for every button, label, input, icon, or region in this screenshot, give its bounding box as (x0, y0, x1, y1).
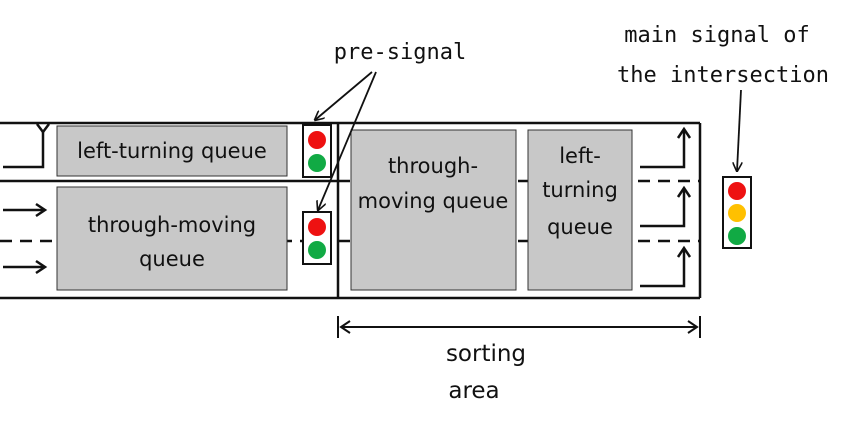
main-signal-label-2: the intersection (617, 63, 829, 88)
arrow-right-head (35, 202, 48, 218)
turn-left-arrow-icon (3, 131, 45, 169)
pre-signal-leaders (315, 71, 377, 210)
pre-signal-upper (302, 124, 332, 178)
sorting-left-queue-box: left- turning queue (527, 129, 633, 291)
sorting-left-label-1: left- (559, 144, 601, 168)
entry-arrows (3, 123, 50, 275)
left-turning-queue-box: left-turning queue (56, 125, 288, 177)
turn-left-arrow-icon (640, 131, 686, 169)
sorting-left-label-3: queue (547, 215, 613, 239)
pre-signal-label: pre-signal (334, 40, 466, 65)
green-light (308, 154, 326, 172)
sorting-area-label-1: sorting (446, 341, 526, 367)
turn-left-arrow-icon (640, 250, 686, 288)
through-moving-queue-label-1: through-moving (88, 213, 256, 237)
main-signal (722, 176, 752, 249)
through-moving-queue-box: through-moving queue (56, 186, 288, 291)
through-moving-queue-label-2: queue (139, 247, 205, 271)
yellow-light (728, 204, 746, 222)
green-light (728, 227, 746, 245)
turn-left-arrowhead (36, 123, 50, 135)
road-boundaries (0, 121, 702, 300)
sorting-left-label-2: turning (542, 178, 618, 202)
red-light (308, 131, 326, 149)
red-light (308, 218, 326, 236)
sorting-through-queue-box: through- moving queue (350, 129, 517, 291)
green-light (308, 241, 326, 259)
sorting-through-label-2: moving queue (358, 189, 509, 213)
main-signal-leader (737, 89, 741, 171)
pre-signal-lower (302, 211, 332, 265)
arrow-right-head (35, 259, 48, 275)
sorting-area-dimension (337, 316, 701, 338)
red-light (728, 182, 746, 200)
turn-left-arrowhead (676, 185, 692, 198)
sorting-through-label-1: through- (388, 154, 478, 178)
turn-left-arrowhead (676, 126, 692, 139)
left-turning-queue-label: left-turning queue (77, 139, 267, 163)
turn-left-arrowhead (676, 245, 692, 258)
main-signal-label-1: main signal of (624, 23, 809, 48)
sorting-area-label-2: area (448, 378, 499, 404)
exit-arrows (640, 126, 692, 288)
turn-left-arrow-icon (640, 190, 686, 228)
